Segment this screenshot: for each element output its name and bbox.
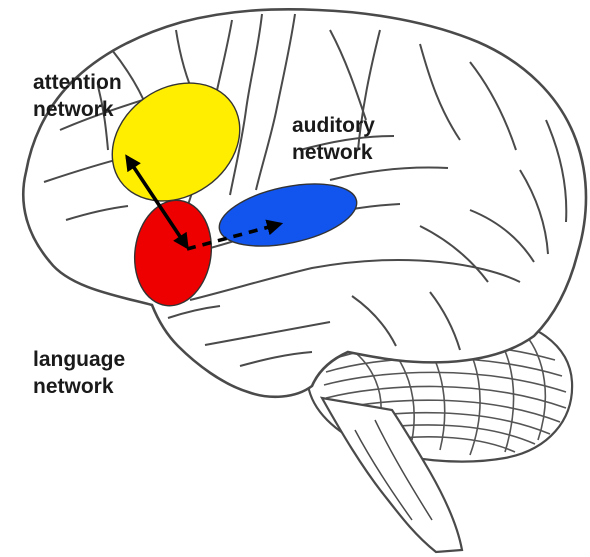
attention-label-line1: attention — [33, 69, 122, 96]
attention-network-label: attention network — [33, 69, 122, 123]
language-label-line1: language — [33, 346, 125, 373]
auditory-label-line2: network — [292, 139, 375, 166]
auditory-network-label: auditory network — [292, 112, 375, 166]
language-network-label: language network — [33, 346, 125, 400]
language-label-line2: network — [33, 373, 125, 400]
attention-label-line2: network — [33, 96, 122, 123]
auditory-label-line1: auditory — [292, 112, 375, 139]
